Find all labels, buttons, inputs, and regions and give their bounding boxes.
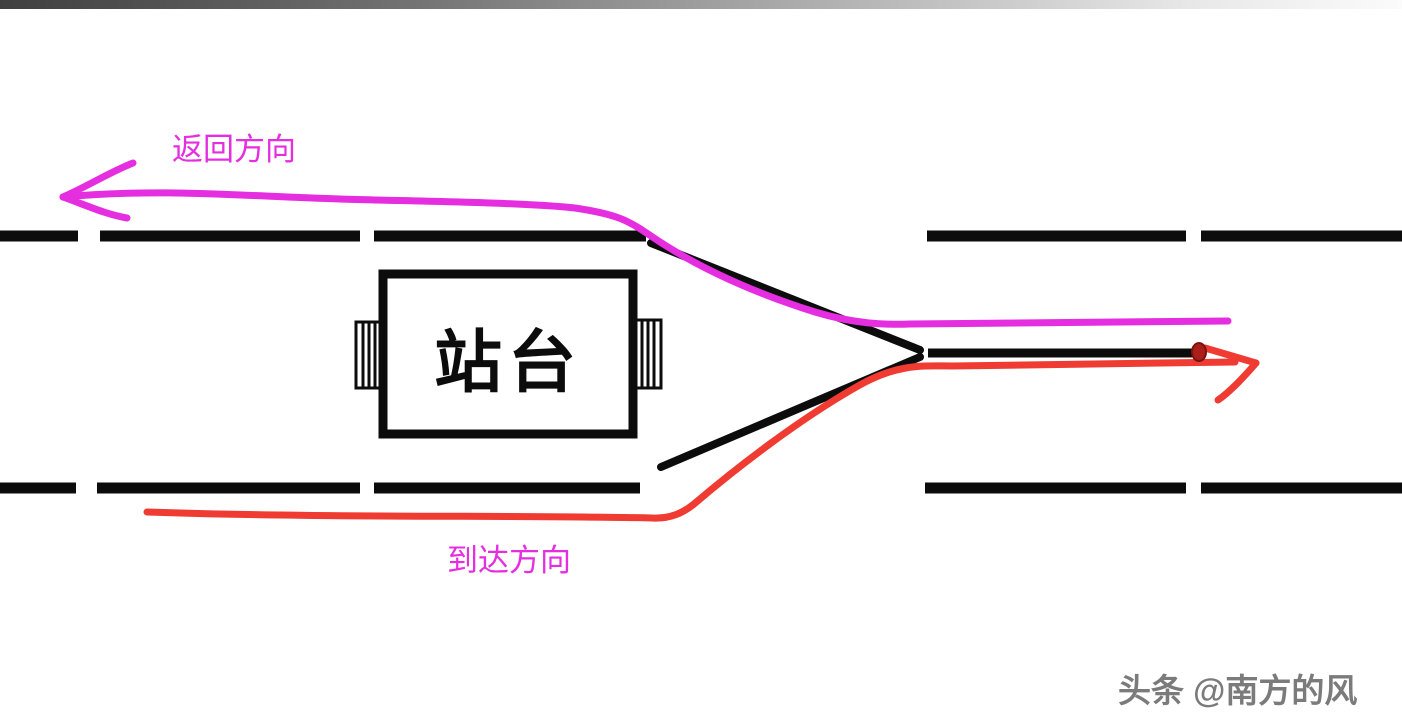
watermark: 头条 @南方的风 (1118, 672, 1357, 709)
platform-label: 站台 (434, 325, 582, 401)
arrival-arrowhead-upper-barb (1201, 344, 1260, 367)
arrival-arrowhead-lower-barb (1214, 359, 1260, 404)
arrival-direction-label: 到达方向 (447, 543, 571, 578)
return-direction-label: 返回方向 (172, 132, 296, 167)
platform-right-access (633, 318, 663, 390)
return-arrowhead-lower-barb (59, 193, 131, 222)
return-route-path (59, 189, 1232, 328)
top-gradient-bar (0, 0, 1402, 9)
arrival-route-arrow (143, 344, 1260, 522)
platform-left-access (354, 320, 384, 390)
return-arrowhead-upper-barb (59, 159, 137, 201)
return-route-arrow (59, 159, 1232, 328)
arrival-route-path (143, 358, 1239, 522)
red-dot-marker (1191, 342, 1207, 362)
